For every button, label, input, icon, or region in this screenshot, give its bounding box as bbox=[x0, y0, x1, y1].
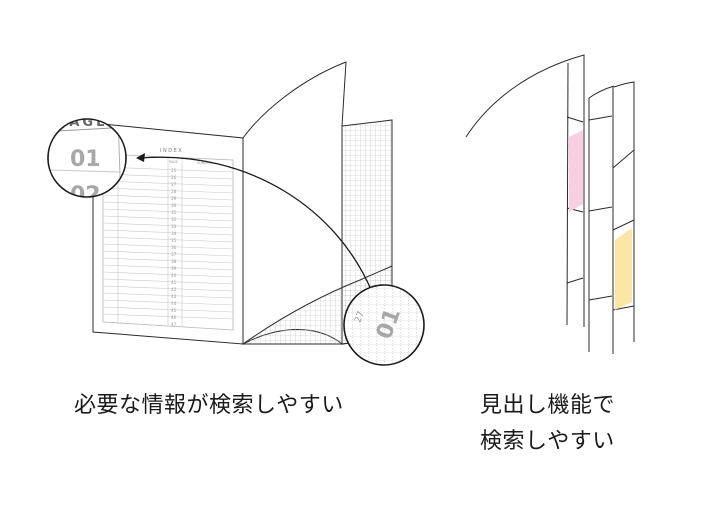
svg-text:44: 44 bbox=[171, 301, 177, 306]
caption-index: 必要な情報が検索しやすい bbox=[74, 388, 344, 424]
svg-text:42: 42 bbox=[171, 287, 177, 292]
illustration-canvas: INDEX PAGE SUBJECT 25 26 27 28 29 30 31 … bbox=[0, 0, 715, 380]
svg-text:33: 33 bbox=[171, 224, 177, 229]
index-col-page: PAGE bbox=[169, 160, 178, 164]
svg-text:41: 41 bbox=[171, 280, 177, 285]
tab-pink bbox=[569, 130, 583, 212]
header-tabs-illustration bbox=[466, 55, 634, 354]
svg-text:40: 40 bbox=[171, 273, 177, 278]
zoom-page-number: 01 bbox=[70, 147, 101, 172]
notebook-illustration: INDEX PAGE SUBJECT 25 26 27 28 29 30 31 … bbox=[93, 62, 392, 344]
svg-text:47: 47 bbox=[171, 322, 177, 327]
svg-text:27: 27 bbox=[171, 182, 177, 187]
page-curve-2 bbox=[589, 86, 614, 98]
zoom-page-label: PAGE bbox=[58, 115, 108, 130]
page-curve-1 bbox=[466, 55, 584, 327]
svg-text:45: 45 bbox=[171, 308, 177, 313]
svg-text:39: 39 bbox=[171, 266, 177, 271]
svg-text:36: 36 bbox=[171, 245, 177, 250]
svg-text:34: 34 bbox=[171, 231, 177, 236]
caption-heading: 見出し機能で 検索しやすい bbox=[480, 388, 615, 460]
svg-text:25: 25 bbox=[171, 168, 177, 173]
svg-text:29: 29 bbox=[171, 196, 177, 201]
svg-text:28: 28 bbox=[171, 189, 177, 194]
svg-text:31: 31 bbox=[171, 210, 177, 215]
caption-heading-line2: 検索しやすい bbox=[480, 424, 615, 460]
svg-text:38: 38 bbox=[171, 259, 177, 264]
index-header: INDEX bbox=[160, 148, 183, 154]
tab-yellow bbox=[615, 228, 632, 310]
svg-text:30: 30 bbox=[171, 203, 177, 208]
svg-text:43: 43 bbox=[171, 294, 177, 299]
page-edge-1 bbox=[567, 63, 568, 325]
svg-text:35: 35 bbox=[171, 238, 177, 243]
caption-heading-line1: 見出し機能で bbox=[480, 388, 615, 424]
index-page-numbers: 25 26 27 28 29 30 31 32 33 34 35 36 37 3… bbox=[171, 168, 177, 327]
svg-text:37: 37 bbox=[171, 252, 177, 257]
svg-text:26: 26 bbox=[171, 175, 177, 180]
svg-text:46: 46 bbox=[171, 315, 177, 320]
svg-text:32: 32 bbox=[171, 217, 177, 222]
